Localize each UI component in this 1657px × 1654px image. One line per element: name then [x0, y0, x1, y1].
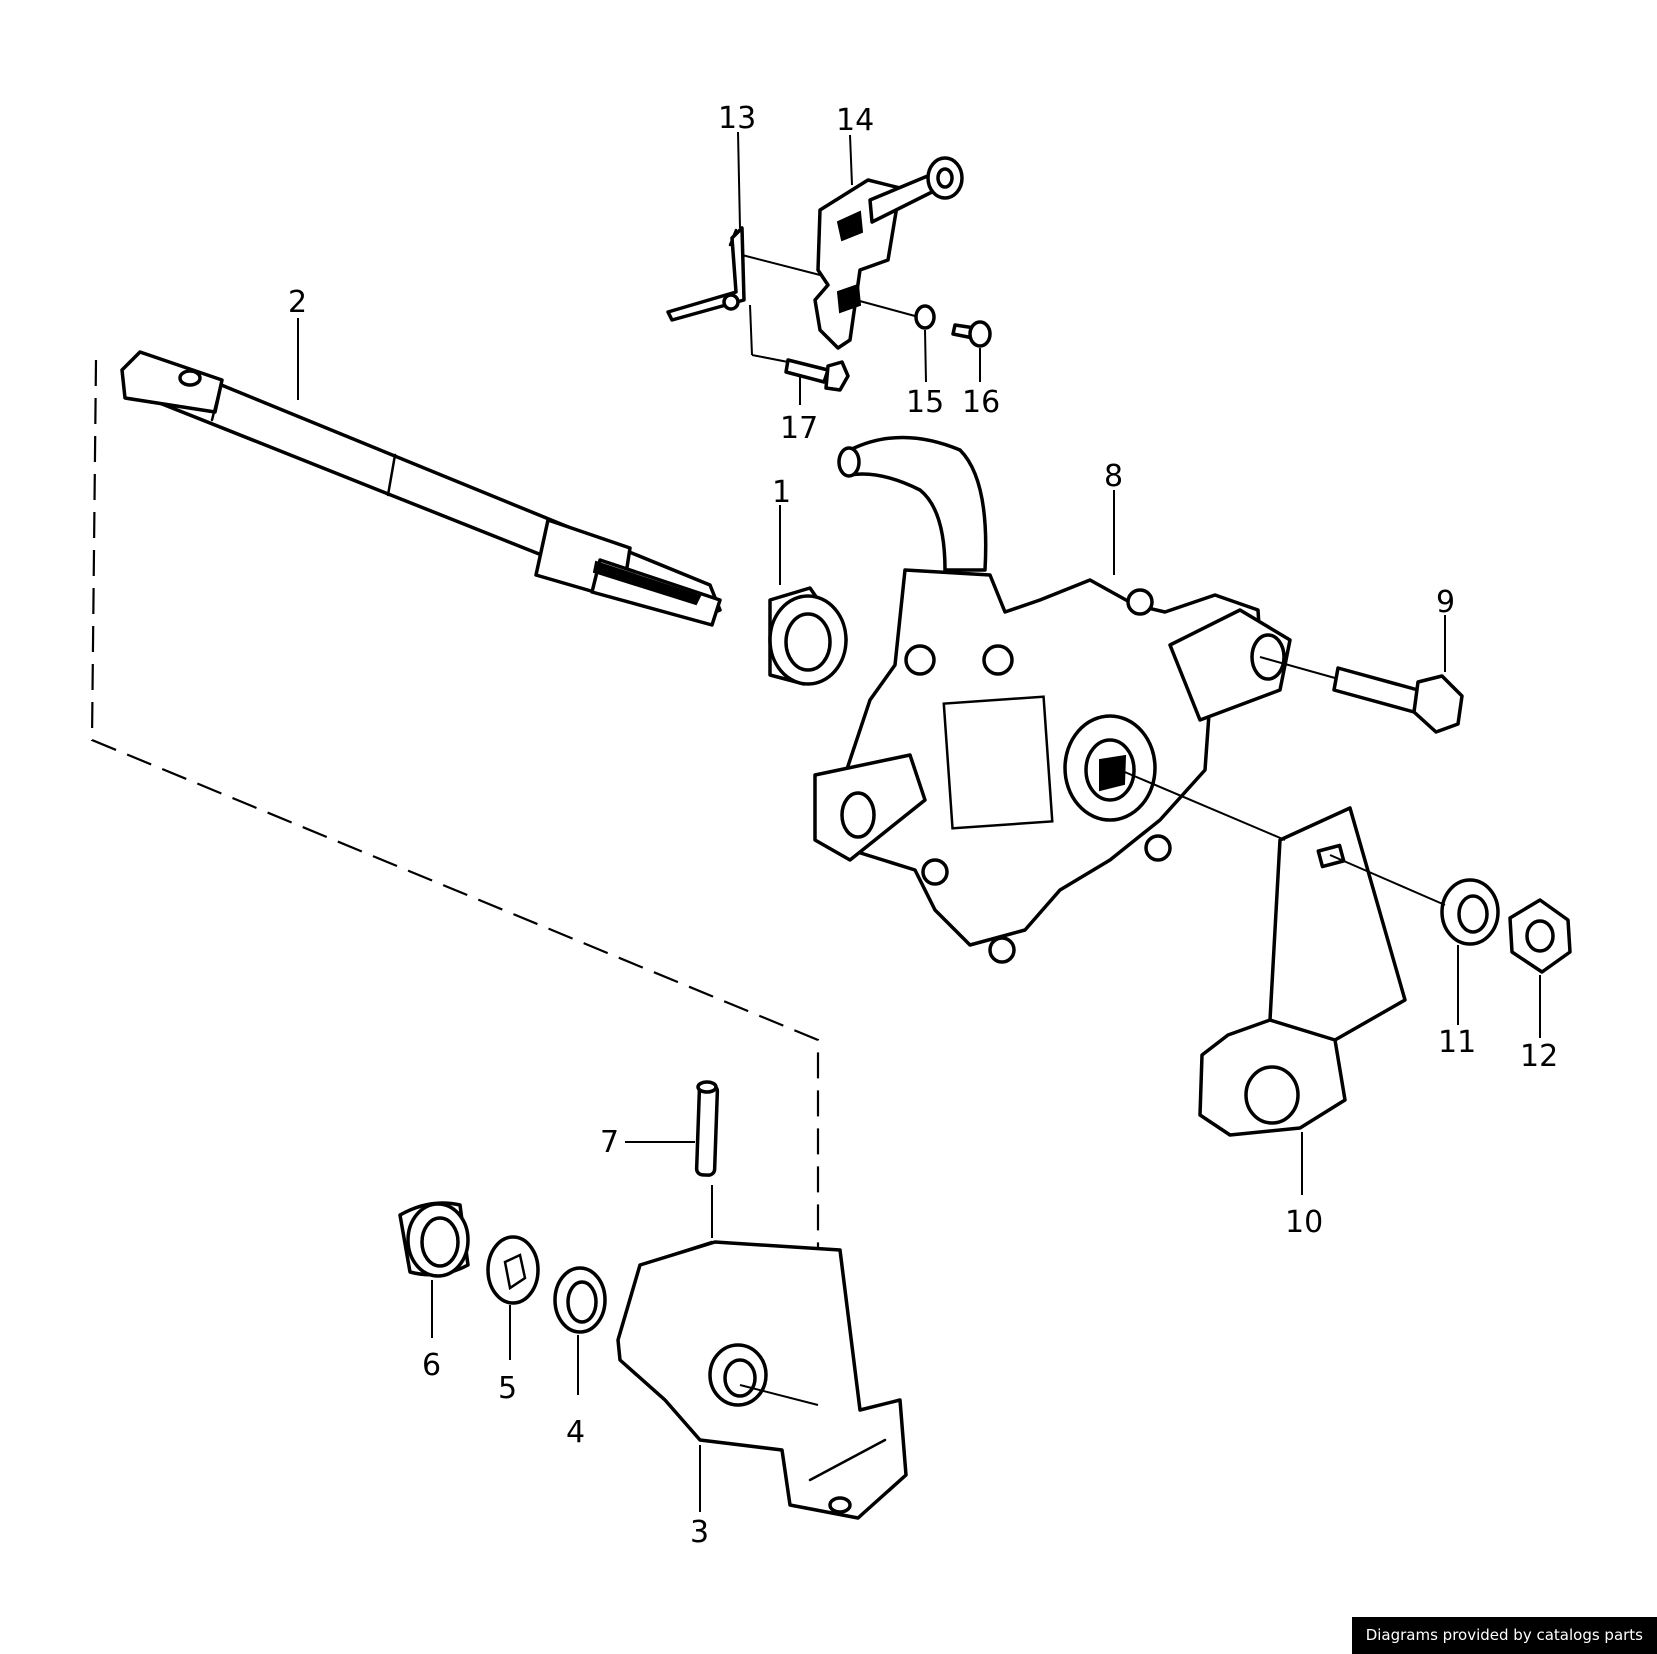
hex-bolt-small[interactable] [784, 358, 850, 392]
label-2: 2 [288, 285, 307, 320]
spring-clip[interactable] [666, 226, 746, 322]
flange-bolt[interactable] [1332, 666, 1464, 734]
flat-washer[interactable] [1440, 878, 1500, 946]
bushing[interactable] [398, 1201, 470, 1278]
label-3: 3 [690, 1515, 709, 1550]
label-1: 1 [772, 475, 791, 510]
label-7: 7 [600, 1125, 619, 1160]
label-12: 12 [1520, 1039, 1558, 1074]
label-4: 4 [566, 1415, 585, 1450]
label-9: 9 [1436, 585, 1455, 620]
hex-nut[interactable] [1508, 898, 1572, 974]
sector-plate[interactable] [616, 1240, 908, 1520]
shaft[interactable] [120, 350, 722, 627]
roll-pin[interactable] [694, 1080, 720, 1177]
lever-bracket[interactable] [1198, 806, 1407, 1137]
seal-ring[interactable] [768, 586, 848, 686]
label-13: 13 [718, 101, 756, 136]
label-6: 6 [422, 1348, 441, 1383]
leader-lines [297, 131, 1541, 1512]
switch-housing[interactable] [813, 435, 1292, 964]
sector-washer[interactable] [553, 1266, 607, 1334]
label-14: 14 [836, 103, 874, 138]
bracket-with-eye[interactable] [813, 156, 964, 350]
label-8: 8 [1104, 459, 1123, 494]
label-17: 17 [780, 411, 818, 446]
label-5: 5 [498, 1371, 517, 1406]
small-washer[interactable] [914, 304, 936, 330]
small-screw[interactable] [951, 320, 992, 348]
label-11: 11 [1438, 1025, 1476, 1060]
label-16: 16 [962, 385, 1000, 420]
lock-washer[interactable] [486, 1235, 540, 1305]
label-15: 15 [906, 385, 944, 420]
label-10: 10 [1285, 1205, 1323, 1240]
credit-banner: Diagrams provided by catalogs parts [1351, 1617, 1657, 1654]
assembly-dash-line [90, 359, 820, 1408]
